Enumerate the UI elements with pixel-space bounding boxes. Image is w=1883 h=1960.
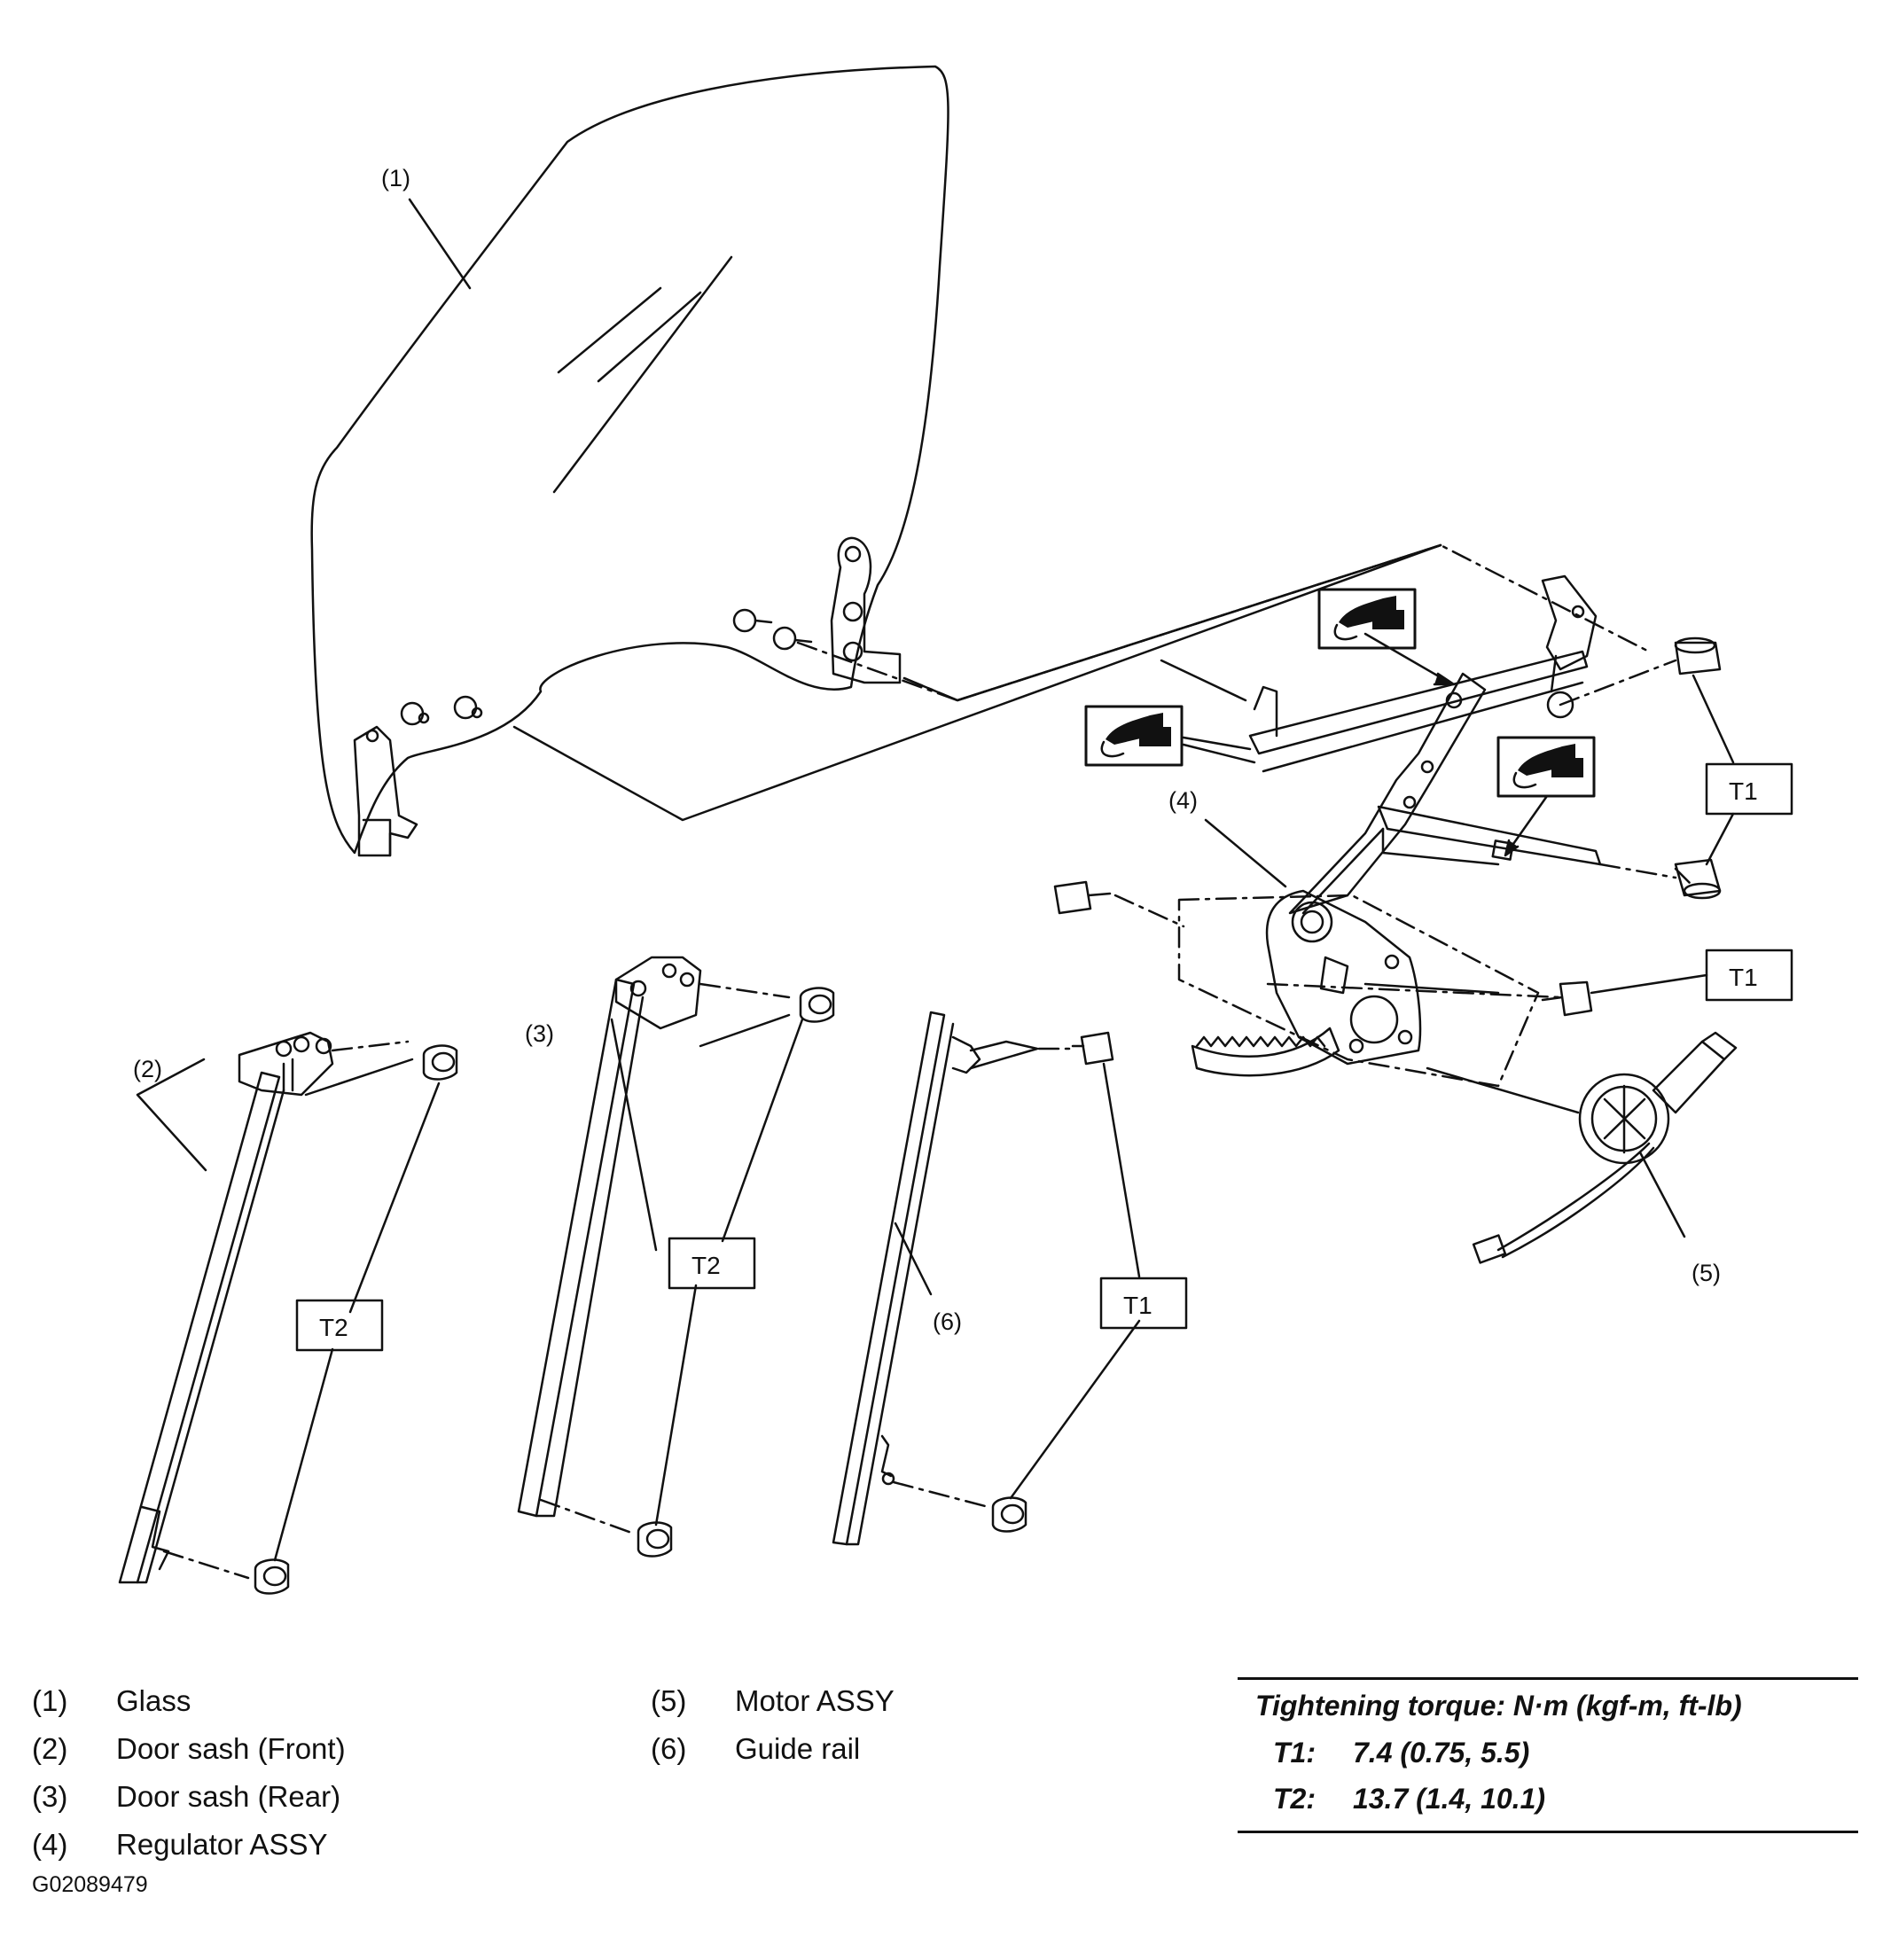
glass-pins [400,608,813,726]
grease-symbols [1084,588,1596,857]
glass-panel [310,65,949,855]
callout-1: (1) [381,165,410,191]
torque-heading: Tightening torque: N·m (kgf-m, ft-lb) [1255,1690,1742,1722]
legend-label: Guide rail [735,1732,861,1765]
glass-bracket-rear [830,536,902,684]
torque-tag-t1-top: T1 [1705,762,1793,816]
grease-icon [1496,736,1596,798]
svg-text:T1: T1 [1729,964,1758,991]
legend-number: (6) [651,1732,687,1765]
legend-item: (5) Motor ASSY [651,1677,895,1725]
torque-key: T2: [1273,1783,1316,1815]
torque-tag-t2-rear: T2 [668,1237,756,1290]
torque-value: 13.7 (1.4, 10.1) [1353,1783,1546,1815]
sash-rear-nuts [610,987,835,1558]
callout-5: (5) [1692,1260,1721,1286]
tightening-torque-table: Tightening torque: N·m (kgf-m, ft-lb) T1… [1238,1677,1858,1833]
motor-assembly [1426,1031,1738,1264]
legend-item: (6) Guide rail [651,1725,895,1773]
torque-tag-t2-front: T2 [295,1299,384,1352]
legend-label: Motor ASSY [735,1684,895,1717]
glass-to-regulator-leaders [512,543,1651,822]
callout-3: (3) [525,1020,554,1047]
parts-legend-right: (5) Motor ASSY (6) Guide rail [651,1677,895,1773]
sash-front-nuts [254,1044,458,1595]
guide-rail [832,1011,1074,1546]
legend-number: (2) [32,1732,68,1765]
svg-text:T1: T1 [1729,777,1758,805]
figure-code: G02089479 [32,1872,148,1897]
torque-tag-t1-rail: T1 [1099,1277,1188,1330]
regulator-assembly [1177,574,1602,1088]
torque-row-t2: T2: 13.7 (1.4, 10.1) [1238,1776,1858,1822]
callout-6: (6) [933,1308,962,1335]
legend-number: (1) [32,1684,68,1717]
legend-item: (1) Glass [32,1677,346,1725]
svg-text:T2: T2 [319,1314,348,1341]
door-sash-rear [517,956,791,1535]
legend-label: Glass [116,1684,191,1717]
svg-text:T2: T2 [691,1252,721,1279]
torque-value: 7.4 (0.75, 5.5) [1353,1737,1530,1769]
legend-number: (5) [651,1684,687,1717]
legend-item: (3) Door sash (Rear) [32,1773,346,1821]
callout-4: (4) [1168,787,1198,814]
door-sash-front [118,1031,414,1584]
torque-row-t1: T1: 7.4 (0.75, 5.5) [1238,1730,1858,1776]
legend-label: Door sash (Rear) [116,1780,341,1813]
legend-label: Regulator ASSY [116,1828,328,1861]
legend-item: (4) Regulator ASSY [32,1821,346,1869]
guide-rail-fasteners [991,1031,1141,1533]
torque-tag-t1-middle: T1 [1705,949,1793,1002]
svg-text:T1: T1 [1123,1292,1152,1319]
grease-icon [1084,705,1184,767]
legend-number: (4) [32,1828,68,1861]
grease-icon [1317,588,1417,650]
exploded-view-diagram: (1) (4) (2) (3) (6) (5) T1 T1 T1 T2 T2 [118,65,1793,1595]
regulator-fasteners [1053,636,1735,1017]
parts-legend-left: (1) Glass (2) Door sash (Front) (3) Door… [32,1677,346,1869]
callout-2: (2) [133,1056,162,1082]
glass-bracket-front [353,725,418,857]
legend-number: (3) [32,1780,68,1813]
legend-label: Door sash (Front) [116,1732,346,1765]
torque-key: T1: [1273,1737,1316,1769]
legend-item: (2) Door sash (Front) [32,1725,346,1773]
